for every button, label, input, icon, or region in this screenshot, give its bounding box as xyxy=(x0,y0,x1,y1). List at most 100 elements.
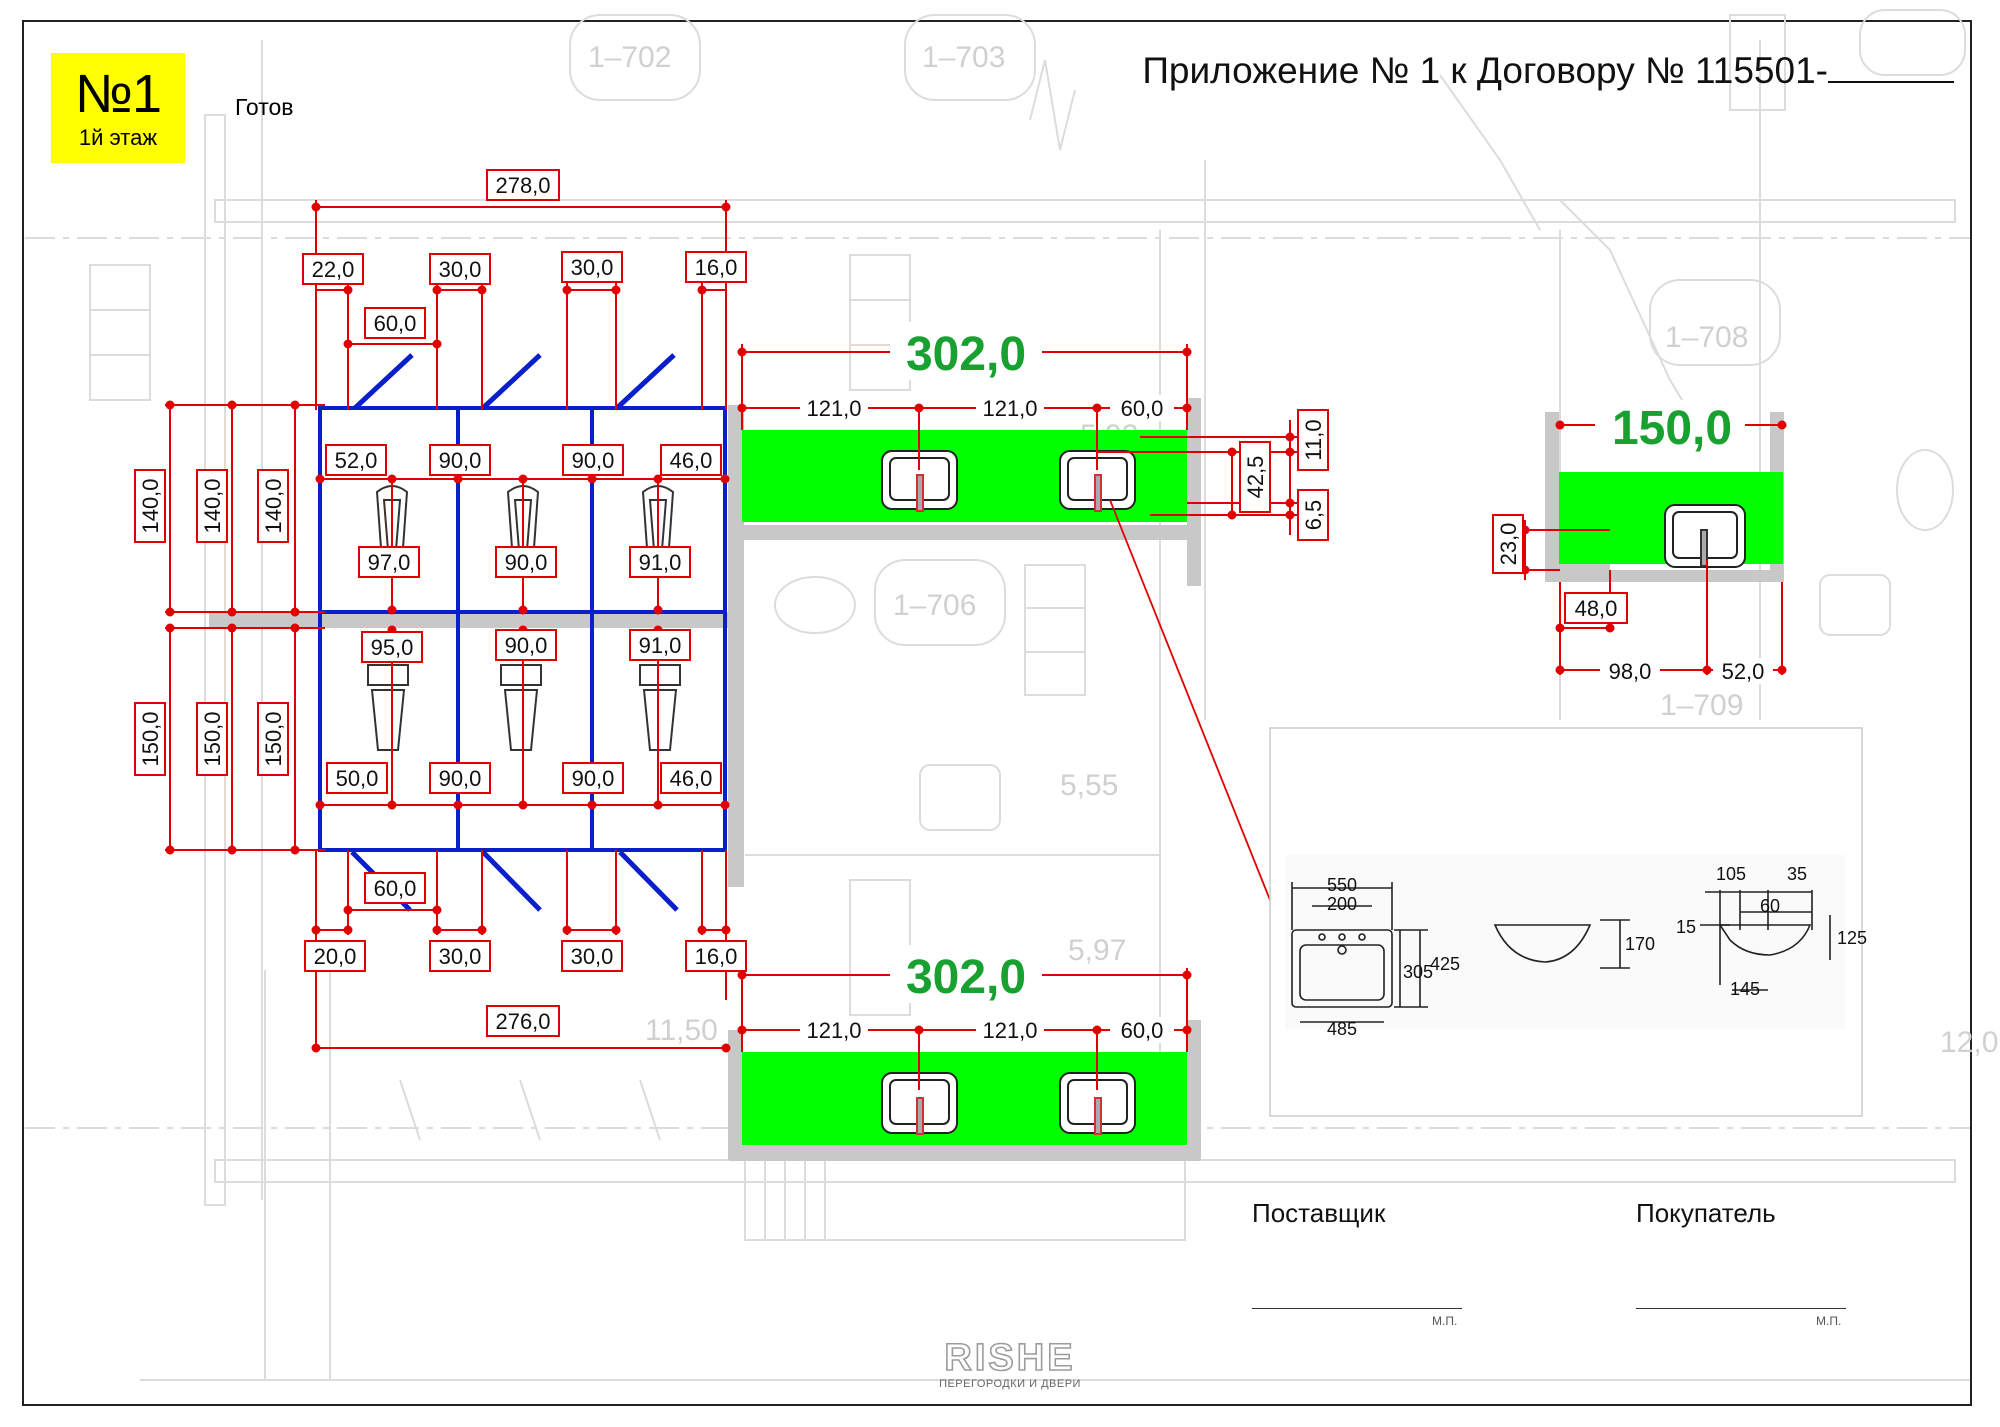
dim-left-bottom-3: 150,0 xyxy=(257,702,289,776)
svg-text:90,0: 90,0 xyxy=(439,766,482,791)
svg-text:150,0: 150,0 xyxy=(138,711,163,766)
bg-label-555: 5,55 xyxy=(1060,769,1118,802)
svg-text:30,0: 30,0 xyxy=(571,944,614,969)
buyer-label: Покупатель xyxy=(1636,1198,1776,1228)
svg-text:90,0: 90,0 xyxy=(439,448,482,473)
svg-text:30,0: 30,0 xyxy=(439,257,482,282)
dim-top-door: 60,0 xyxy=(364,307,426,339)
dim-top-offset-2: 30,0 xyxy=(429,253,491,285)
spec-35: 35 xyxy=(1787,864,1807,884)
dim-top-depth-3: 91,0 xyxy=(629,546,691,578)
spec-485: 485 xyxy=(1327,1019,1357,1039)
svg-text:91,0: 91,0 xyxy=(639,550,682,575)
svg-text:90,0: 90,0 xyxy=(505,550,548,575)
svg-text:90,0: 90,0 xyxy=(572,766,615,791)
dim-bottom-row-3: 90,0 xyxy=(562,762,624,794)
svg-text:121,0: 121,0 xyxy=(806,396,861,421)
svg-text:16,0: 16,0 xyxy=(695,944,738,969)
svg-text:278,0: 278,0 xyxy=(495,173,550,198)
bg-label-1708: 1–708 xyxy=(1665,321,1748,354)
dim-top-row-2: 90,0 xyxy=(429,444,491,476)
svg-text:121,0: 121,0 xyxy=(806,1018,861,1043)
svg-text:30,0: 30,0 xyxy=(439,944,482,969)
svg-text:22,0: 22,0 xyxy=(312,257,355,282)
top-counter-segment-labels: 121,0 121,0 60,0 xyxy=(800,395,1174,421)
spec-125: 125 xyxy=(1837,928,1867,948)
svg-text:11,0: 11,0 xyxy=(1301,419,1326,460)
svg-text:60,0: 60,0 xyxy=(1121,1018,1164,1043)
dim-top-offset-1: 22,0 xyxy=(302,253,364,285)
spec-105: 105 xyxy=(1716,864,1746,884)
urinal-icon xyxy=(639,664,681,751)
svg-text:46,0: 46,0 xyxy=(670,448,713,473)
dim-top-depth-1: 97,0 xyxy=(358,546,420,578)
svg-text:60,0: 60,0 xyxy=(374,311,417,336)
title-text: Приложение № 1 к Договору № 115501- xyxy=(1142,50,1828,91)
dim-overall-top: 278,0 xyxy=(486,169,560,201)
dim-top-offset-3: 30,0 xyxy=(561,251,623,283)
badge-floor: 1й этаж xyxy=(78,125,158,150)
dim-left-top-1: 140,0 xyxy=(134,469,166,543)
dim-bottom-door: 60,0 xyxy=(364,872,426,904)
svg-text:97,0: 97,0 xyxy=(368,550,411,575)
dim-small-height: 23,0 xyxy=(1492,514,1524,574)
svg-text:42,5: 42,5 xyxy=(1243,456,1268,499)
dim-bottom-offset-1: 20,0 xyxy=(304,940,366,972)
svg-text:98,0: 98,0 xyxy=(1609,659,1652,684)
svg-text:6,5: 6,5 xyxy=(1301,500,1326,531)
svg-text:90,0: 90,0 xyxy=(572,448,615,473)
dim-top-offset-4: 16,0 xyxy=(685,251,747,283)
dim-bottom-depth-1: 95,0 xyxy=(361,631,423,663)
svg-text:20,0: 20,0 xyxy=(314,944,357,969)
dim-bottom-row-2: 90,0 xyxy=(429,762,491,794)
dim-left-bottom-1: 150,0 xyxy=(134,702,166,776)
counter-lengths: 302,0 302,0 150,0 xyxy=(890,322,1745,1004)
spec-145: 145 xyxy=(1730,979,1760,999)
dim-left-top-2: 140,0 xyxy=(196,469,228,543)
svg-text:91,0: 91,0 xyxy=(639,633,682,658)
dim-bottom-offset-4: 16,0 xyxy=(685,940,747,972)
spec-15: 15 xyxy=(1676,917,1696,937)
small-counter-length: 150,0 xyxy=(1612,402,1732,455)
supplier-signature-line xyxy=(1252,1308,1462,1309)
spec-60: 60 xyxy=(1760,896,1780,916)
supplier-label: Поставщик xyxy=(1252,1198,1386,1228)
svg-text:60,0: 60,0 xyxy=(1121,396,1164,421)
svg-text:52,0: 52,0 xyxy=(335,448,378,473)
svg-text:150,0: 150,0 xyxy=(200,711,225,766)
svg-text:50,0: 50,0 xyxy=(336,766,379,791)
dim-bottom-depth-3: 91,0 xyxy=(629,629,691,661)
small-bottom-labels: 98,0 52,0 xyxy=(1600,658,1773,684)
contract-number-blank xyxy=(1828,51,1954,83)
dim-bottom-offset-3: 30,0 xyxy=(561,940,623,972)
spec-550: 550 xyxy=(1327,875,1357,895)
dim-overall-bottom: 276,0 xyxy=(486,1005,560,1037)
top-counter-length: 302,0 xyxy=(906,328,1026,381)
dim-bottom-row-1: 50,0 xyxy=(326,762,388,794)
urinal-icon xyxy=(500,664,542,751)
dim-right-65: 6,5 xyxy=(1297,489,1329,541)
bg-label-120: 12,0 xyxy=(1940,1026,1998,1059)
sink-small-icon xyxy=(1664,504,1746,568)
spec-170: 170 xyxy=(1625,934,1655,954)
svg-text:150,0: 150,0 xyxy=(261,711,286,766)
drawing-frame xyxy=(22,20,1972,1406)
dim-top-row-4: 46,0 xyxy=(660,444,722,476)
dim-top-row-3: 90,0 xyxy=(562,444,624,476)
walls xyxy=(209,398,1784,1161)
floor-badge: №1 1й этаж xyxy=(51,53,185,163)
urinal-icon xyxy=(367,664,409,751)
bottom-counter-segment-labels: 121,0 121,0 60,0 xyxy=(800,1017,1174,1043)
bg-label-1706: 1–706 xyxy=(893,589,976,622)
logo-brand: RISHE xyxy=(944,1337,1076,1379)
dim-top-depth-2: 90,0 xyxy=(495,546,557,578)
dimension-labels: 278,0 22,0 30,0 30,0 16,0 60,0 52,0 90,0… xyxy=(134,169,1773,1043)
svg-text:48,0: 48,0 xyxy=(1575,596,1618,621)
dim-left-bottom-2: 150,0 xyxy=(196,702,228,776)
dim-bottom-offset-2: 30,0 xyxy=(429,940,491,972)
bg-label-1703: 1–703 xyxy=(922,41,1005,74)
svg-text:30,0: 30,0 xyxy=(571,255,614,280)
svg-text:23,0: 23,0 xyxy=(1496,523,1521,566)
document-title: Приложение № 1 к Договору № 115501- xyxy=(1142,50,1954,92)
